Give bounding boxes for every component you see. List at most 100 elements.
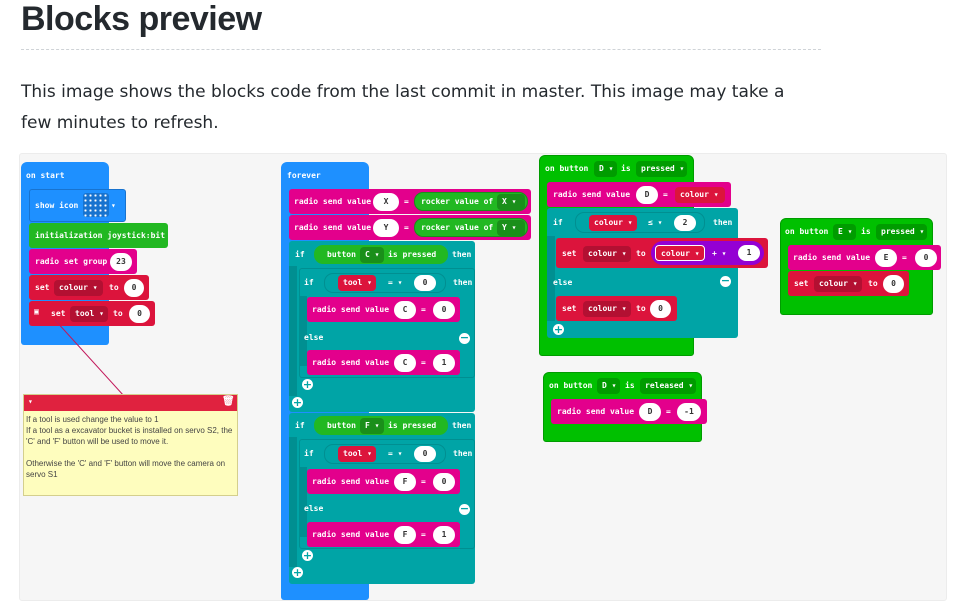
- equals-label: =: [404, 223, 409, 232]
- value-field[interactable]: 1: [433, 354, 455, 372]
- value-field[interactable]: 1: [433, 526, 455, 544]
- group-value-field[interactable]: 23: [110, 253, 132, 271]
- to-label: to: [868, 279, 878, 288]
- key-f-field[interactable]: F: [394, 473, 416, 491]
- colour-value-field[interactable]: 0: [124, 279, 144, 297]
- then-label: then: [713, 218, 733, 227]
- compare-value-field[interactable]: 2: [674, 215, 696, 231]
- on-button-label: on button: [549, 381, 593, 390]
- collapse-icon[interactable]: ▾: [28, 397, 33, 406]
- key-d-field[interactable]: D: [636, 186, 658, 204]
- trash-icon[interactable]: 🗑: [222, 396, 235, 407]
- minus-icon[interactable]: −: [459, 502, 470, 515]
- compare-value-field[interactable]: 0: [414, 275, 436, 291]
- plus-icon[interactable]: +: [302, 378, 313, 391]
- key-c-field[interactable]: C: [394, 354, 416, 372]
- key-x-field[interactable]: X: [373, 193, 399, 211]
- value-field[interactable]: 0: [433, 301, 455, 319]
- then-label: then: [452, 421, 472, 430]
- intro-paragraph: This image shows the blocks code from th…: [21, 82, 785, 133]
- button-e-dropdown[interactable]: E ▾: [833, 224, 856, 240]
- to-label: to: [113, 309, 123, 318]
- colour-variable-dropdown[interactable]: colour ▾: [54, 280, 103, 296]
- compare-dropdown[interactable]: = ▾: [388, 449, 403, 458]
- value-field[interactable]: 0: [883, 275, 904, 293]
- tool-value-field[interactable]: 0: [129, 305, 150, 323]
- button-label: button: [327, 421, 356, 430]
- else-label: else: [304, 333, 324, 342]
- else-label: else: [553, 278, 573, 287]
- button-f-dropdown[interactable]: F ▾: [360, 418, 384, 434]
- radio-send-label: radio send value: [312, 477, 390, 486]
- plus-icon[interactable]: +: [292, 566, 303, 579]
- then-label: then: [453, 449, 473, 458]
- is-pressed-label: is pressed: [388, 250, 437, 259]
- equals-label: =: [666, 407, 671, 416]
- on-button-label: on button: [545, 164, 589, 173]
- button-c-dropdown[interactable]: C ▾: [360, 247, 384, 263]
- equals-label: =: [421, 358, 426, 367]
- colour-dropdown[interactable]: colour ▾: [583, 246, 631, 262]
- tool-dropdown[interactable]: tool ▾: [338, 275, 376, 291]
- event-released-dropdown[interactable]: released ▾: [640, 378, 696, 394]
- value-field[interactable]: 0: [650, 300, 671, 318]
- colour-dropdown[interactable]: colour ▾: [583, 301, 631, 317]
- tool-variable-dropdown[interactable]: tool ▾: [70, 306, 108, 322]
- radio-send-label: radio send value: [312, 358, 390, 367]
- minus-icon[interactable]: −: [459, 331, 470, 344]
- init-joystick-label: initialization joystick:bit: [35, 231, 166, 240]
- led-grid-icon[interactable]: [83, 193, 109, 217]
- button-d-dropdown[interactable]: D ▾: [597, 378, 620, 394]
- event-pressed-dropdown[interactable]: pressed ▾: [876, 224, 927, 240]
- operator-dropdown[interactable]: + ▾: [712, 249, 727, 258]
- to-label: to: [636, 304, 646, 313]
- colour-dropdown[interactable]: colour ▾: [814, 276, 862, 292]
- tool-dropdown[interactable]: tool ▾: [338, 446, 376, 462]
- event-pressed-dropdown[interactable]: pressed ▾: [636, 161, 687, 177]
- radio-send-label: radio send value: [312, 305, 390, 314]
- else-label: else: [304, 504, 324, 513]
- key-f-field[interactable]: F: [394, 526, 416, 544]
- equals-label: =: [404, 197, 409, 206]
- value-field[interactable]: 0: [915, 249, 937, 267]
- chevron-down-icon[interactable]: ▾: [111, 201, 116, 210]
- value-field[interactable]: -1: [677, 403, 701, 421]
- plus-icon[interactable]: +: [302, 549, 313, 562]
- value-field[interactable]: 0: [433, 473, 455, 491]
- set-label: set: [562, 304, 577, 313]
- key-c-field[interactable]: C: [394, 301, 416, 319]
- equals-label: =: [421, 477, 426, 486]
- radio-send-label: radio send value: [312, 530, 390, 539]
- axis-y-dropdown[interactable]: Y ▾: [497, 220, 525, 236]
- if-label: if: [304, 449, 314, 458]
- rocker-value-label: rocker value of: [421, 197, 494, 206]
- on-start-label: on start: [26, 171, 65, 180]
- colour-dropdown[interactable]: colour ▾: [589, 215, 637, 231]
- radio-send-label: radio send value: [294, 197, 372, 206]
- radio-send-label: radio send value: [557, 407, 635, 416]
- operand-field[interactable]: 1: [738, 245, 760, 261]
- colour-dropdown[interactable]: colour ▾: [655, 245, 705, 261]
- is-pressed-label: is pressed: [388, 421, 437, 430]
- plus-icon[interactable]: +: [292, 396, 303, 409]
- radio-send-label: radio send value: [294, 223, 372, 232]
- colour-dropdown[interactable]: colour ▾: [675, 187, 725, 203]
- axis-x-dropdown[interactable]: X ▾: [497, 194, 525, 210]
- key-d-field[interactable]: D: [639, 403, 661, 421]
- show-icon-label: show icon: [35, 201, 79, 210]
- comment-text: If a tool is used change the value to 1 …: [26, 415, 233, 479]
- if-label: if: [304, 278, 314, 287]
- compare-value-field[interactable]: 0: [414, 446, 436, 462]
- key-y-field[interactable]: Y: [373, 219, 399, 237]
- key-e-field[interactable]: E: [875, 249, 897, 267]
- compare-dropdown[interactable]: ≤ ▾: [648, 218, 663, 227]
- page-title: Blocks preview: [21, 0, 262, 38]
- button-d-dropdown[interactable]: D ▾: [594, 161, 617, 177]
- set-label: set: [794, 279, 809, 288]
- compare-dropdown[interactable]: = ▾: [388, 278, 403, 287]
- comment-bubble[interactable]: ▾ 🗑 If a tool is used change the value t…: [23, 394, 238, 496]
- minus-icon[interactable]: −: [720, 274, 731, 287]
- comment-icon[interactable]: ▣: [34, 307, 39, 316]
- plus-icon[interactable]: +: [553, 323, 564, 336]
